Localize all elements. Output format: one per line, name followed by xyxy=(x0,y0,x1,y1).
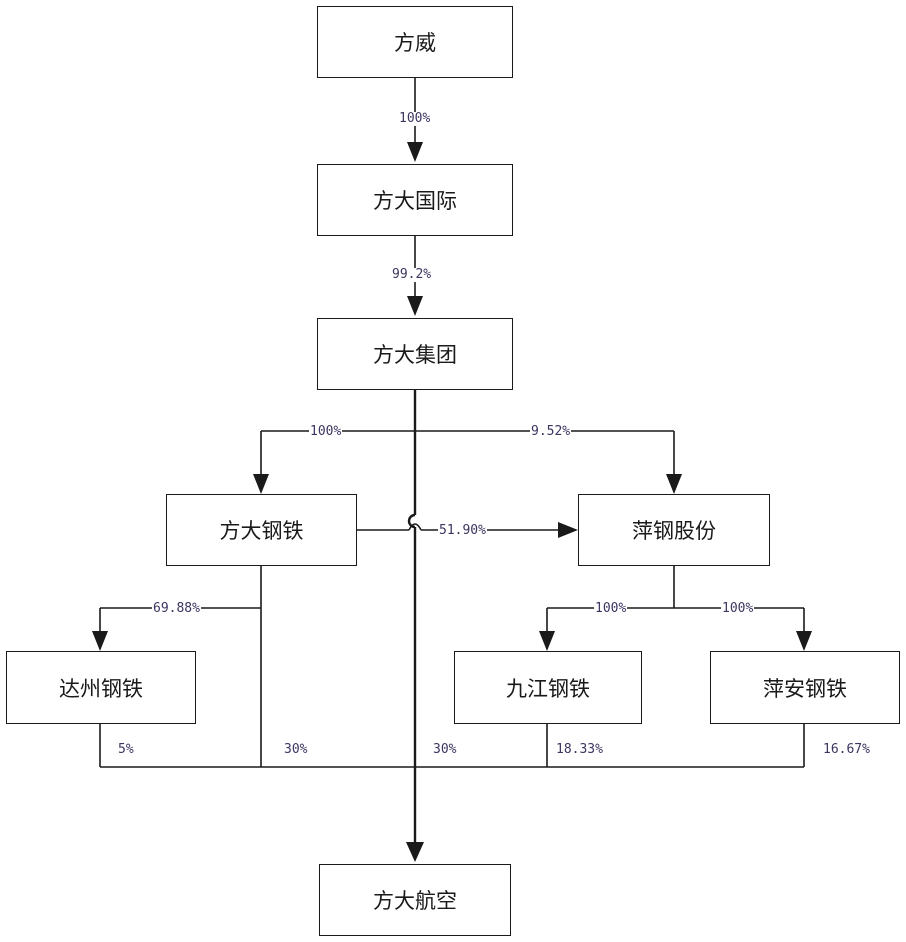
node-fangwei: 方威 xyxy=(317,6,513,78)
node-jiujiang: 九江钢铁 xyxy=(454,651,642,724)
edge-label: 16.67% xyxy=(823,742,870,757)
node-pinggang: 萍钢股份 xyxy=(578,494,770,566)
node-fangda-group: 方大集团 xyxy=(317,318,513,390)
edge-label: 51.90% xyxy=(438,523,487,538)
edge-label: 18.33% xyxy=(556,742,603,757)
arrowhead xyxy=(407,296,423,316)
edge-group-aviation-bridge xyxy=(407,513,416,529)
arrowhead xyxy=(406,842,424,862)
edge-label: 30% xyxy=(284,742,308,757)
arrowhead xyxy=(407,142,423,162)
edge-label: 100% xyxy=(721,601,755,616)
edge-steel-pinggang-hop xyxy=(408,523,422,531)
arrowhead xyxy=(558,522,578,538)
edge-label: 69.88% xyxy=(152,601,201,616)
edge-label: 9.52% xyxy=(530,424,572,439)
arrowhead xyxy=(666,474,682,494)
edge-label: 30% xyxy=(433,742,457,757)
node-fangda-aviation: 方大航空 xyxy=(319,864,511,936)
node-fangda-steel: 方大钢铁 xyxy=(166,494,357,566)
arrowhead xyxy=(796,631,812,651)
arrowhead xyxy=(539,631,555,651)
arrowhead xyxy=(92,631,108,651)
edge-label: 100% xyxy=(398,111,432,126)
edge-label: 5% xyxy=(118,742,134,757)
edge-label: 100% xyxy=(594,601,628,616)
edge-label: 99.2% xyxy=(391,267,433,282)
arrowhead xyxy=(253,474,269,494)
node-fangda-intl: 方大国际 xyxy=(317,164,513,236)
node-pingan: 萍安钢铁 xyxy=(710,651,900,724)
node-dazhou: 达州钢铁 xyxy=(6,651,196,724)
edge-label: 100% xyxy=(309,424,343,439)
